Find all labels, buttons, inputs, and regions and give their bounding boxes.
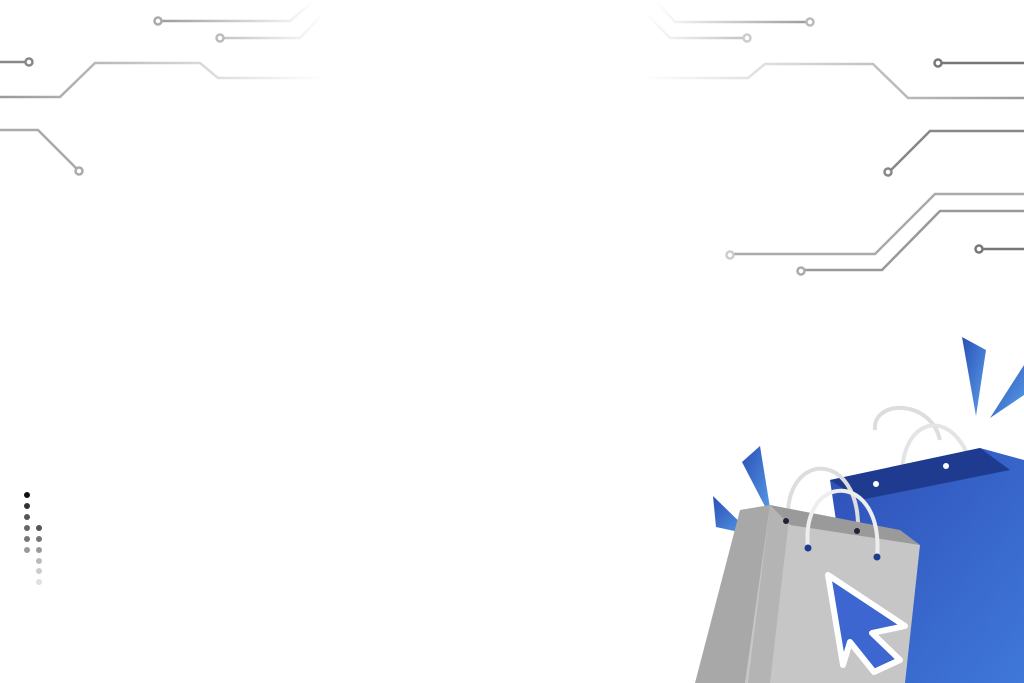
circuit-lines-left [0,0,326,176]
dot-grid [24,492,42,585]
circuit-lines-right [640,0,1024,276]
cursor-arrow-icon [825,572,908,675]
